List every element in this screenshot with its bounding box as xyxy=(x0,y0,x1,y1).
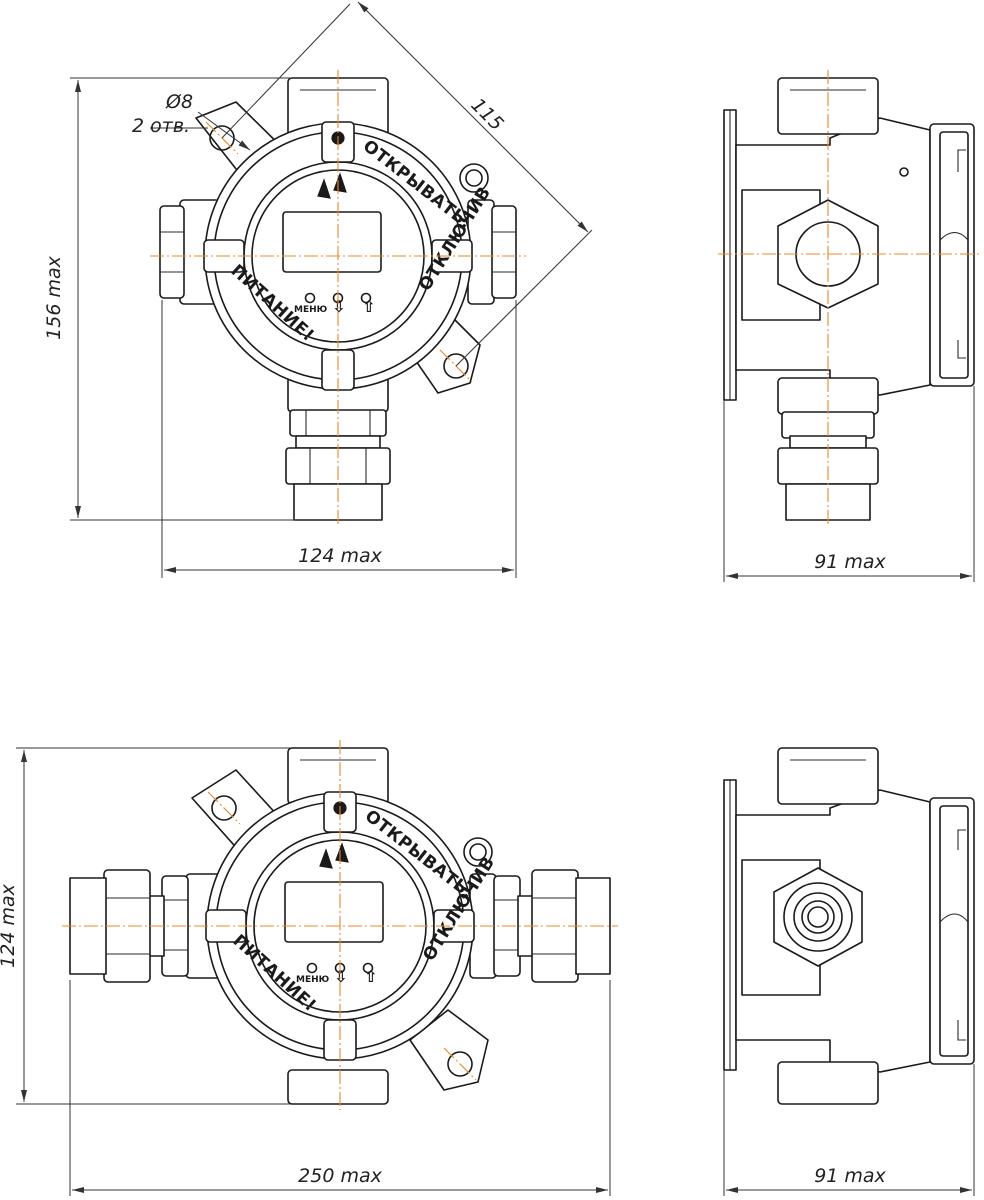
dimensions-top-side: 91 max xyxy=(723,386,975,582)
dim-diagonal: 115 xyxy=(466,94,507,135)
side-view-bottom xyxy=(723,747,975,1105)
button-down-label: ⇩ xyxy=(332,297,345,316)
dim-depth-bottom: 91 max xyxy=(814,1165,886,1187)
button-menu-label-b: МЕНЮ xyxy=(296,975,330,985)
dim-height-bottom: 124 max xyxy=(0,883,19,967)
front-view-bottom: ОТКРЫВАТЬ, ОТКЛЮЧИВ ПИТАНИЕ! МЕНЮ ⇩ ⇧ xyxy=(62,740,618,1110)
front-view-top: ОТКРЫВАТЬ, ОТКЛЮЧИВ ПИТАНИЕ! МЕНЮ ⇩ ⇧ xyxy=(150,70,526,525)
side-view-top xyxy=(718,70,980,525)
dim-hole-count: 2 отв. xyxy=(132,115,190,137)
button-up-label-b: ⇧ xyxy=(364,967,377,986)
dim-height-top: 156 max xyxy=(43,255,65,339)
dim-width-bottom: 250 max xyxy=(298,1165,382,1187)
dim-depth-top: 91 max xyxy=(814,551,886,573)
button-down-label-b: ⇩ xyxy=(334,967,347,986)
dimensions-bottom-side: 91 max xyxy=(723,1064,975,1196)
dim-width-top: 124 max xyxy=(298,545,382,567)
dimensions-bottom-front: 124 max 250 max xyxy=(0,747,611,1196)
button-up-label: ⇧ xyxy=(362,297,375,316)
button-menu-label: МЕНЮ xyxy=(294,305,328,315)
dim-hole-diameter: Ø8 xyxy=(165,91,193,113)
